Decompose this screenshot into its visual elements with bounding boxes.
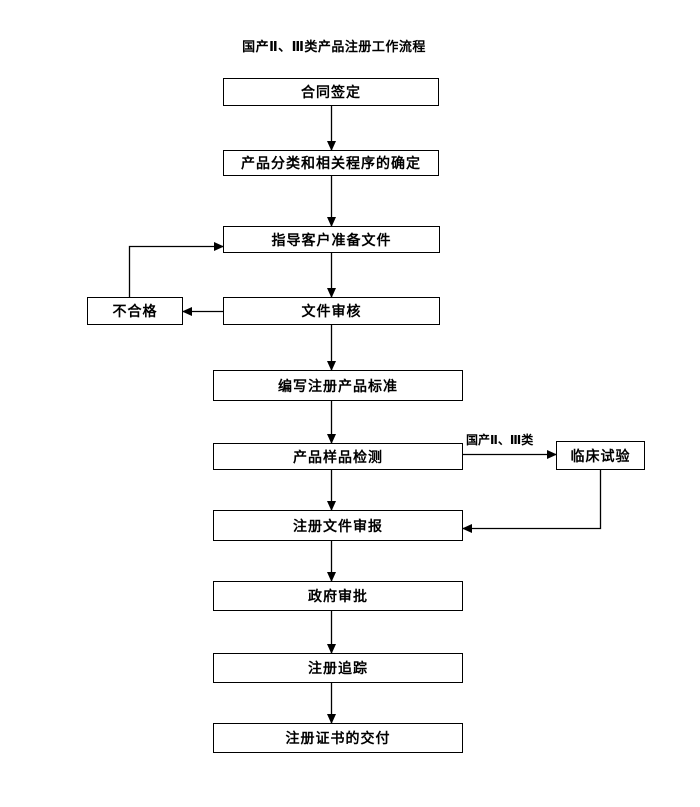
node-clinical-trial: 临床试验: [556, 441, 645, 470]
arrow-unqualified-to-guide: [128, 242, 224, 297]
node-guide-document-prep: 指导客户准备文件: [223, 226, 440, 253]
node-registration-submission: 注册文件审报: [213, 510, 463, 541]
node-product-classification: 产品分类和相关程序的确定: [223, 150, 439, 176]
page-title: 国产Ⅱ、Ⅲ类产品注册工作流程: [242, 39, 426, 54]
node-unqualified: 不合格: [87, 297, 183, 325]
node-contract-signing: 合同签定: [223, 78, 439, 106]
node-write-product-standard: 编写注册产品标准: [213, 370, 463, 401]
node-government-approval: 政府审批: [213, 581, 463, 611]
arrow-clinical-to-submission: [462, 470, 602, 533]
node-certificate-delivery: 注册证书的交付: [213, 723, 463, 753]
edge-label-domestic-class: 国产Ⅱ、Ⅲ类: [466, 433, 534, 447]
node-document-review: 文件审核: [223, 297, 440, 325]
node-sample-testing: 产品样品检测: [213, 443, 463, 470]
node-registration-tracking: 注册追踪: [213, 653, 463, 683]
